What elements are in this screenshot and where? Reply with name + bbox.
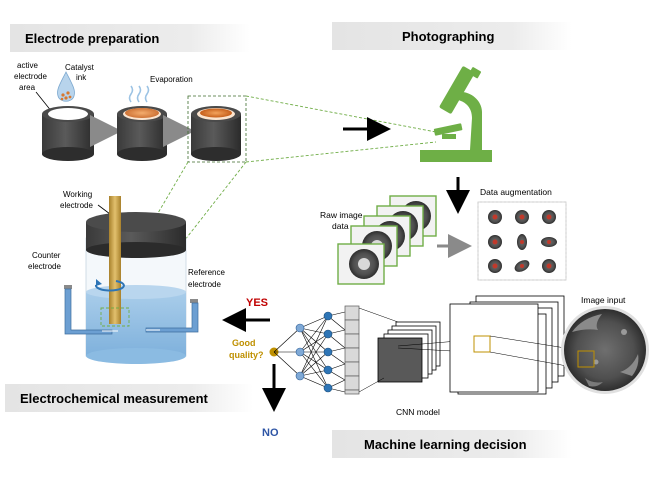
- electrode-with-ink: [117, 106, 167, 161]
- cnn-feature-maps: [358, 295, 579, 395]
- working-electrode-line2: electrode: [60, 201, 93, 210]
- reference-electrode-line1: Reference: [188, 268, 225, 277]
- catalyst-ink-line2: ink: [76, 73, 87, 82]
- cnn-model-label: CNN model: [396, 407, 440, 417]
- catalyst-ink-line1: Catalyst: [65, 63, 95, 72]
- yes-label: YES: [246, 297, 268, 309]
- counter-electrode-line1: Counter: [32, 251, 61, 260]
- image-input-label: Image input: [581, 295, 626, 305]
- zoom-box-electrode: [187, 95, 247, 163]
- active-electrode-area-line1: active: [17, 61, 38, 70]
- evaporation-steam-icon: [128, 85, 150, 103]
- good-quality-line2: quality?: [229, 350, 264, 360]
- working-electrode-rod: [109, 196, 121, 324]
- data-augmentation-label: Data augmentation: [480, 187, 552, 197]
- microscope-icon: [420, 66, 492, 162]
- active-electrode-area-line3: area: [19, 83, 36, 92]
- electrode-clean: [42, 106, 94, 161]
- header-photographing-text: Photographing: [402, 29, 494, 44]
- header-photographing: Photographing: [332, 22, 572, 50]
- counter-electrode-line2: electrode: [28, 262, 61, 271]
- rotation-arrowhead-icon: [96, 279, 102, 286]
- active-electrode-area-line2: electrode: [14, 72, 47, 81]
- good-quality-line1: Good: [232, 338, 256, 348]
- reference-electrode-line2: electrode: [188, 280, 221, 289]
- raw-image-data-line2: data: [332, 221, 349, 231]
- counter-electrode: [64, 285, 118, 335]
- neural-network: [273, 305, 360, 395]
- header-electrode-preparation: Electrode preparation: [10, 24, 250, 52]
- working-electrode-pointer: [97, 204, 111, 215]
- rotation-arrow-icon: [94, 280, 125, 292]
- electrochemical-cell: [85, 212, 187, 364]
- reference-electrode: [145, 299, 199, 333]
- catalyst-droplet-icon: [57, 71, 75, 102]
- evaporation-label: Evaporation: [150, 75, 193, 84]
- header-electrode-preparation-text: Electrode preparation: [25, 31, 159, 46]
- raw-image-data-line1: Raw image: [320, 210, 363, 220]
- no-label: NO: [262, 427, 279, 439]
- header-electrochemical-measurement: Electrochemical measurement: [5, 384, 253, 412]
- working-electrode-line1: Working: [63, 190, 92, 199]
- header-electrochemical-measurement-text: Electrochemical measurement: [20, 391, 209, 406]
- augmented-thumbnails: [488, 210, 557, 273]
- raw-image-stack: [337, 195, 437, 285]
- zoom-box-cell: [100, 307, 130, 327]
- header-machine-learning-decision: Machine learning decision: [332, 430, 572, 458]
- header-machine-learning-decision-text: Machine learning decision: [364, 437, 527, 452]
- electrode-dried: [191, 106, 241, 161]
- image-input-electrode-photo: [561, 306, 649, 394]
